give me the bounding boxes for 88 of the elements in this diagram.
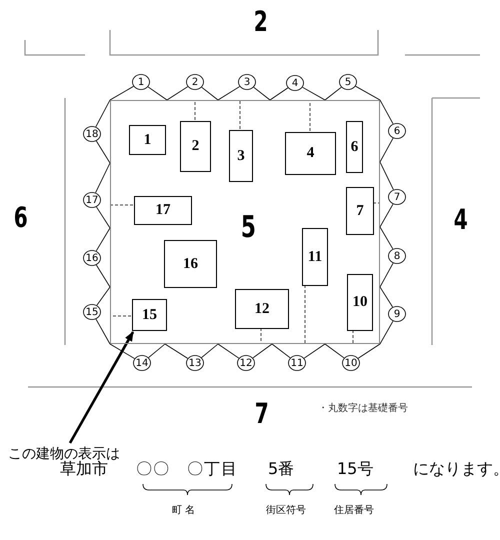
boundary-line [380, 138, 394, 162]
marker-circle: 16 [83, 250, 101, 266]
boundary-line [218, 344, 240, 359]
boundary-line [201, 86, 218, 100]
address-text: 草加市 [60, 461, 108, 477]
building: 17 [134, 196, 192, 225]
boundary-line [166, 86, 188, 100]
building: 10 [347, 274, 373, 331]
boundary-line [96, 264, 110, 288]
marker-circle: 1 [132, 74, 150, 90]
marker-circle: 8 [388, 248, 406, 264]
arrow [68, 331, 134, 444]
city-block [110, 100, 380, 344]
boundary-line [272, 344, 291, 358]
entrance-line [372, 202, 380, 204]
boundary-line [324, 344, 344, 358]
street-number: 6 [14, 204, 28, 232]
boundary-line [270, 87, 288, 100]
boundary-line [164, 344, 188, 359]
boundary-line [201, 344, 218, 358]
marker-circle: 13 [186, 355, 204, 371]
street-number: 2 [254, 8, 268, 36]
boundary-line [96, 286, 110, 306]
entrance-line [194, 100, 196, 120]
marker-circle: 9 [388, 306, 406, 322]
address-text: 5番 [268, 461, 294, 477]
boundary-line [380, 320, 394, 344]
boundary-line [218, 86, 240, 100]
boundary-line [355, 86, 380, 100]
entrance-line [304, 284, 306, 344]
marker-circle: 17 [83, 192, 101, 208]
address-text: 〇〇 〇丁目 [136, 461, 238, 477]
marker-circle: 15 [83, 304, 101, 320]
building: 7 [346, 187, 374, 235]
boundary-line [380, 262, 394, 288]
boundary-line [380, 286, 393, 308]
entrance-line [110, 204, 134, 206]
part-label: 住居番号 [334, 506, 374, 516]
building: 11 [302, 228, 328, 286]
building: 16 [164, 240, 217, 288]
building: 6 [346, 121, 363, 173]
marker-circle: 12 [237, 355, 255, 371]
building: 4 [285, 132, 336, 175]
part-label: 町 名 [172, 506, 196, 516]
boundary-line [253, 86, 270, 100]
marker-circle: 6 [388, 123, 406, 139]
marker-circle: 4 [286, 75, 304, 91]
boundary-line [252, 344, 272, 358]
boundary-line [358, 344, 380, 359]
marker-circle: 10 [342, 355, 360, 371]
boundary-line [148, 344, 166, 358]
boundary-line [380, 100, 394, 124]
marker-circle: 3 [238, 74, 256, 90]
building: 3 [229, 130, 253, 182]
street-number: 7 [254, 400, 269, 428]
boundary-line [96, 140, 110, 164]
block-number: 5 [240, 213, 256, 243]
marker-circle: 2 [186, 74, 204, 90]
address-text: になります。 [413, 461, 500, 477]
boundary-line [380, 162, 394, 190]
boundary-line [302, 86, 326, 100]
boundary-line [324, 86, 342, 100]
entrance-line [352, 330, 354, 344]
marker-circle: 11 [288, 355, 306, 371]
building: 12 [235, 289, 289, 329]
boundary-line [96, 318, 110, 344]
boundary-line [380, 204, 394, 228]
marker-circle: 7 [388, 189, 406, 205]
boundary-line [304, 344, 326, 359]
boundary-line [148, 86, 168, 100]
street-number: 4 [454, 206, 468, 234]
boundary-line [95, 162, 110, 194]
callout-text: この建物の表示は [8, 447, 120, 461]
boundary-line [380, 226, 394, 250]
boundary-line [95, 100, 110, 128]
note-text: ・丸数字は基礎番号 [318, 404, 408, 414]
building: 15 [132, 299, 167, 331]
boundary-line [96, 228, 110, 252]
boundary-line [110, 86, 134, 100]
address-text: 15号 [337, 461, 374, 477]
boundary-line [96, 206, 110, 228]
building: 1 [129, 125, 166, 155]
marker-circle: 18 [83, 126, 101, 142]
part-label: 街区符号 [266, 506, 306, 516]
marker-circle: 5 [339, 74, 357, 90]
boundary-line [110, 344, 135, 359]
marker-circle: 14 [133, 355, 151, 371]
building: 2 [180, 121, 211, 172]
